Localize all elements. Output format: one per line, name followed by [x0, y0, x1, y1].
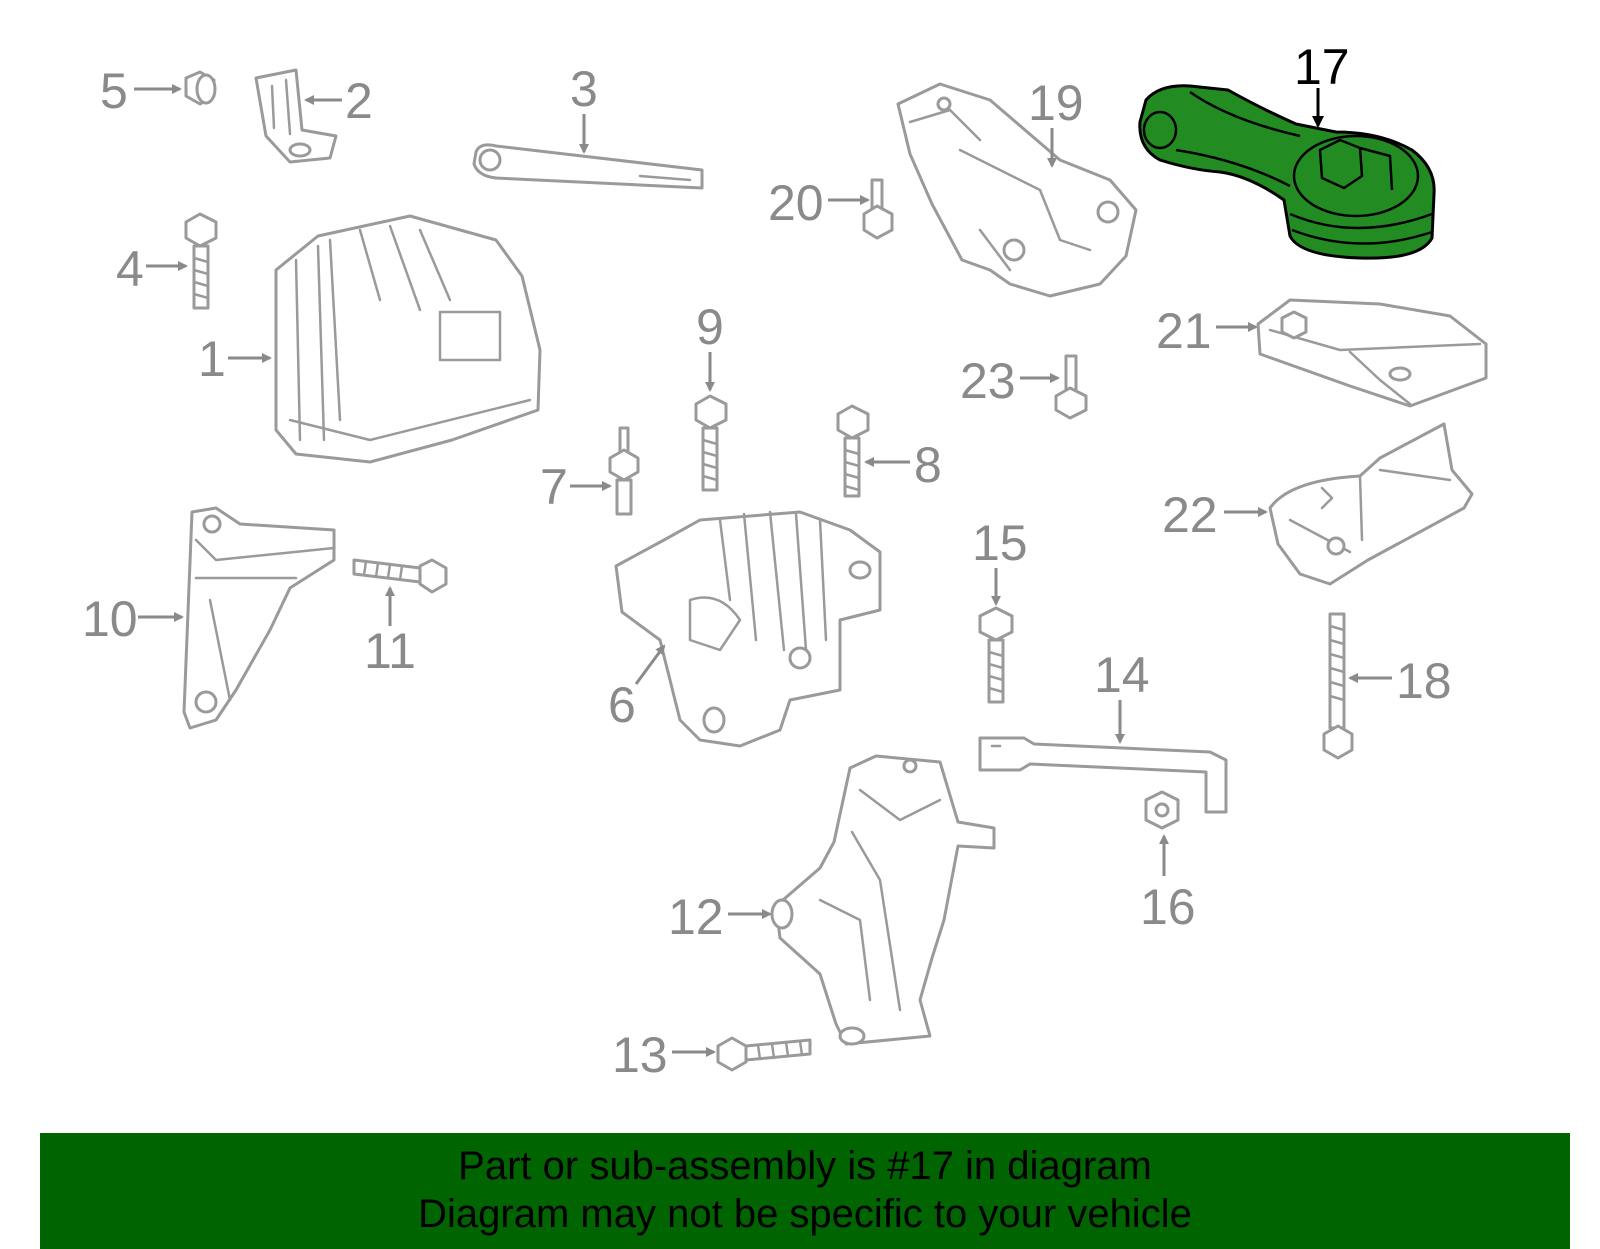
part-17-torque-strut[interactable]: [1138, 84, 1436, 260]
part-8-bolt[interactable]: [836, 404, 870, 498]
part-21-plate[interactable]: [1256, 298, 1488, 408]
part-3-torque-rod[interactable]: [472, 143, 704, 190]
part-19-bracket[interactable]: [896, 82, 1138, 298]
part-13-bolt[interactable]: [716, 1036, 812, 1072]
banner-line-disclaimer: Diagram may not be specific to your vehi…: [418, 1192, 1192, 1236]
part-1-engine-mount[interactable]: [274, 214, 542, 464]
callout-23: 23: [960, 353, 1016, 409]
callout-2: 2: [345, 73, 373, 129]
callout-1: 1: [198, 331, 226, 387]
part-16-nut[interactable]: [1144, 790, 1180, 830]
callout-19: 19: [1028, 75, 1084, 131]
callout-11: 11: [364, 623, 416, 679]
callout-9: 9: [696, 299, 724, 355]
callout-16: 16: [1140, 879, 1196, 935]
callout-13: 13: [612, 1027, 668, 1083]
part-11-bolt[interactable]: [352, 558, 448, 594]
callout-6-arrow: [634, 644, 666, 685]
part-2-bracket[interactable]: [254, 68, 338, 164]
part-14-bar[interactable]: [978, 736, 1228, 814]
part-10-bracket[interactable]: [182, 506, 336, 730]
callout-12: 12: [668, 889, 724, 945]
part-5-nut[interactable]: [184, 70, 217, 106]
callout-4: 4: [116, 241, 144, 297]
callout-20: 20: [768, 175, 824, 231]
callout-10: 10: [82, 591, 138, 647]
notice-banner: Part or sub-assembly is #17 in diagram D…: [40, 1133, 1570, 1249]
part-7-stud[interactable]: [608, 426, 640, 516]
callout-7: 7: [540, 459, 568, 515]
part-23-bolt[interactable]: [1054, 354, 1088, 420]
part-12-bracket[interactable]: [770, 754, 996, 1046]
callout-17: 17: [1294, 39, 1350, 95]
callout-18: 18: [1396, 653, 1452, 709]
callout-14: 14: [1094, 647, 1150, 703]
part-15-bolt[interactable]: [978, 606, 1014, 704]
part-4-bolt[interactable]: [184, 212, 218, 310]
callout-15: 15: [972, 515, 1028, 571]
part-20-bolt[interactable]: [862, 178, 894, 240]
part-22-bracket[interactable]: [1268, 422, 1474, 586]
callout-8: 8: [914, 437, 942, 493]
callout-5: 5: [100, 63, 128, 119]
part-6-transmission-mount[interactable]: [614, 510, 882, 748]
callout-21: 21: [1156, 303, 1212, 359]
callout-22: 22: [1162, 487, 1218, 543]
banner-line-part: Part or sub-assembly is #17 in diagram: [458, 1144, 1152, 1188]
part-18-long-bolt[interactable]: [1322, 612, 1354, 760]
callout-3: 3: [570, 61, 598, 117]
part-9-bolt[interactable]: [694, 394, 728, 492]
callout-6: 6: [608, 677, 636, 733]
